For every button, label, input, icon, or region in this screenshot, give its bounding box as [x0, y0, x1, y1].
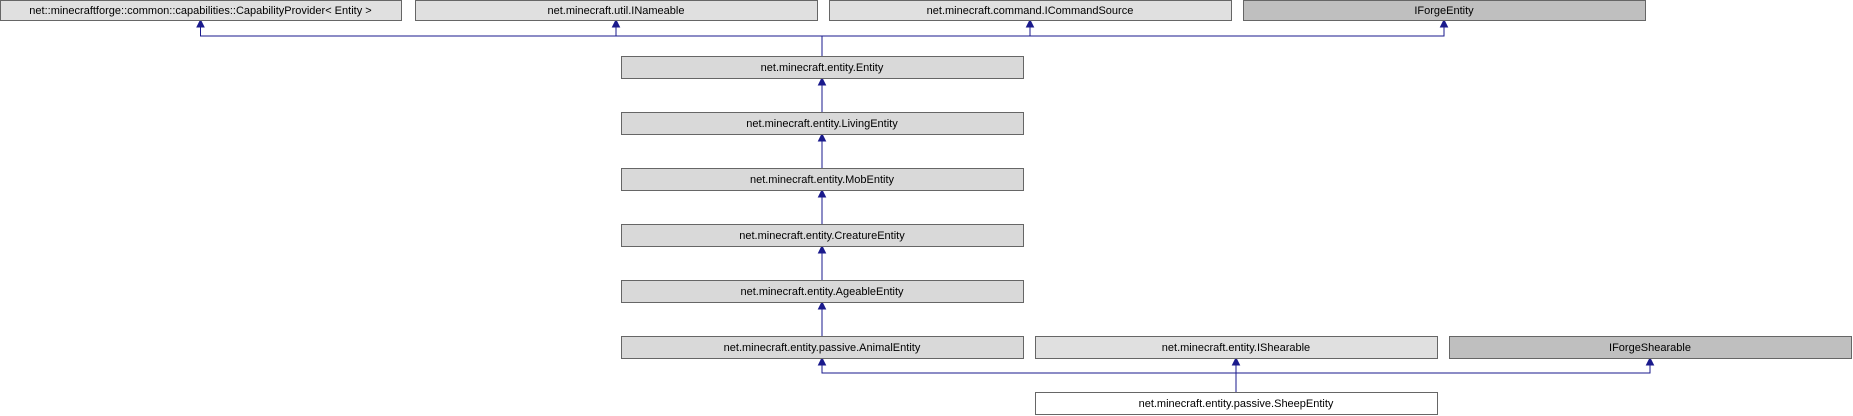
class-node-label-inameable: net.minecraft.util.INameable	[548, 5, 685, 17]
class-node-label-mobentity: net.minecraft.entity.MobEntity	[750, 174, 895, 186]
class-node-box-livingentity	[621, 112, 1024, 135]
edge-entity-to-icommandsource	[822, 27, 1031, 37]
arrowhead-ishearable	[1231, 356, 1241, 366]
class-node-sheepentity[interactable]: net.minecraft.entity.passive.SheepEntity	[1035, 392, 1438, 415]
arrowhead-capability-provider	[196, 18, 205, 28]
class-node-label-ageableentity: net.minecraft.entity.AgeableEntity	[740, 286, 904, 298]
class-node-box-inameable	[415, 0, 818, 21]
arrowhead-creatureentity	[817, 244, 827, 254]
class-node-box-iforgeentity	[1243, 0, 1646, 21]
edge-entity-to-inameable	[615, 27, 822, 37]
class-node-animalentity[interactable]: net.minecraft.entity.passive.AnimalEntit…	[621, 336, 1024, 359]
class-node-box-mobentity	[621, 168, 1024, 191]
class-node-label-iforgeentity: IForgeEntity	[1414, 5, 1474, 17]
arrowhead-iforgeshearable	[1645, 356, 1655, 366]
class-node-box-creatureentity	[621, 224, 1024, 247]
class-node-box-capability-provider	[0, 0, 402, 21]
class-node-icommandsource[interactable]: net.minecraft.command.ICommandSource	[829, 0, 1232, 21]
class-node-label-ishearable: net.minecraft.entity.IShearable	[1162, 342, 1310, 354]
class-node-capability-provider[interactable]: net::minecraftforge::common::capabilitie…	[0, 0, 402, 21]
class-node-mobentity[interactable]: net.minecraft.entity.MobEntity	[621, 168, 1024, 191]
class-node-inameable[interactable]: net.minecraft.util.INameable	[415, 0, 818, 21]
arrowhead-icommandsource	[1025, 18, 1035, 28]
edge-sheepentity-to-animalentity	[821, 365, 1236, 374]
class-node-box-entity	[621, 56, 1024, 79]
arrowhead-livingentity	[817, 132, 827, 142]
arrowhead-animalentity	[817, 356, 827, 366]
class-node-creatureentity[interactable]: net.minecraft.entity.CreatureEntity	[621, 224, 1024, 247]
class-node-ageableentity[interactable]: net.minecraft.entity.AgeableEntity	[621, 280, 1024, 303]
arrowhead-entity	[817, 76, 827, 86]
class-node-label-sheepentity: net.minecraft.entity.passive.SheepEntity	[1139, 398, 1334, 410]
class-node-box-sheepentity	[1035, 392, 1438, 415]
class-node-box-iforgeshearable	[1449, 336, 1852, 359]
class-node-entity[interactable]: net.minecraft.entity.Entity	[621, 56, 1024, 79]
edge-entity-to-capability-provider	[200, 27, 822, 37]
class-node-label-capability-provider: net::minecraftforge::common::capabilitie…	[29, 5, 371, 17]
class-node-label-livingentity: net.minecraft.entity.LivingEntity	[746, 118, 898, 130]
class-node-livingentity[interactable]: net.minecraft.entity.LivingEntity	[621, 112, 1024, 135]
edge-entity-to-iforgeentity	[822, 27, 1445, 37]
class-node-ishearable[interactable]: net.minecraft.entity.IShearable	[1035, 336, 1438, 359]
edge-sheepentity-to-iforgeshearable	[1236, 365, 1651, 374]
class-node-label-icommandsource: net.minecraft.command.ICommandSource	[927, 5, 1134, 17]
class-node-box-ishearable	[1035, 336, 1438, 359]
arrowhead-mobentity	[817, 188, 827, 198]
class-node-label-entity: net.minecraft.entity.Entity	[761, 62, 884, 74]
edges-layer	[196, 18, 1655, 392]
class-node-label-iforgeshearable: IForgeShearable	[1609, 342, 1691, 354]
class-node-label-animalentity: net.minecraft.entity.passive.AnimalEntit…	[724, 342, 921, 354]
class-node-box-icommandsource	[829, 0, 1232, 21]
class-node-label-creatureentity: net.minecraft.entity.CreatureEntity	[739, 230, 905, 242]
arrowhead-inameable	[611, 18, 621, 28]
class-node-iforgeshearable[interactable]: IForgeShearable	[1449, 336, 1852, 359]
class-node-box-animalentity	[621, 336, 1024, 359]
class-node-box-ageableentity	[621, 280, 1024, 303]
arrowhead-iforgeentity	[1439, 18, 1449, 28]
arrowhead-ageableentity	[817, 300, 827, 310]
class-node-iforgeentity[interactable]: IForgeEntity	[1243, 0, 1646, 21]
